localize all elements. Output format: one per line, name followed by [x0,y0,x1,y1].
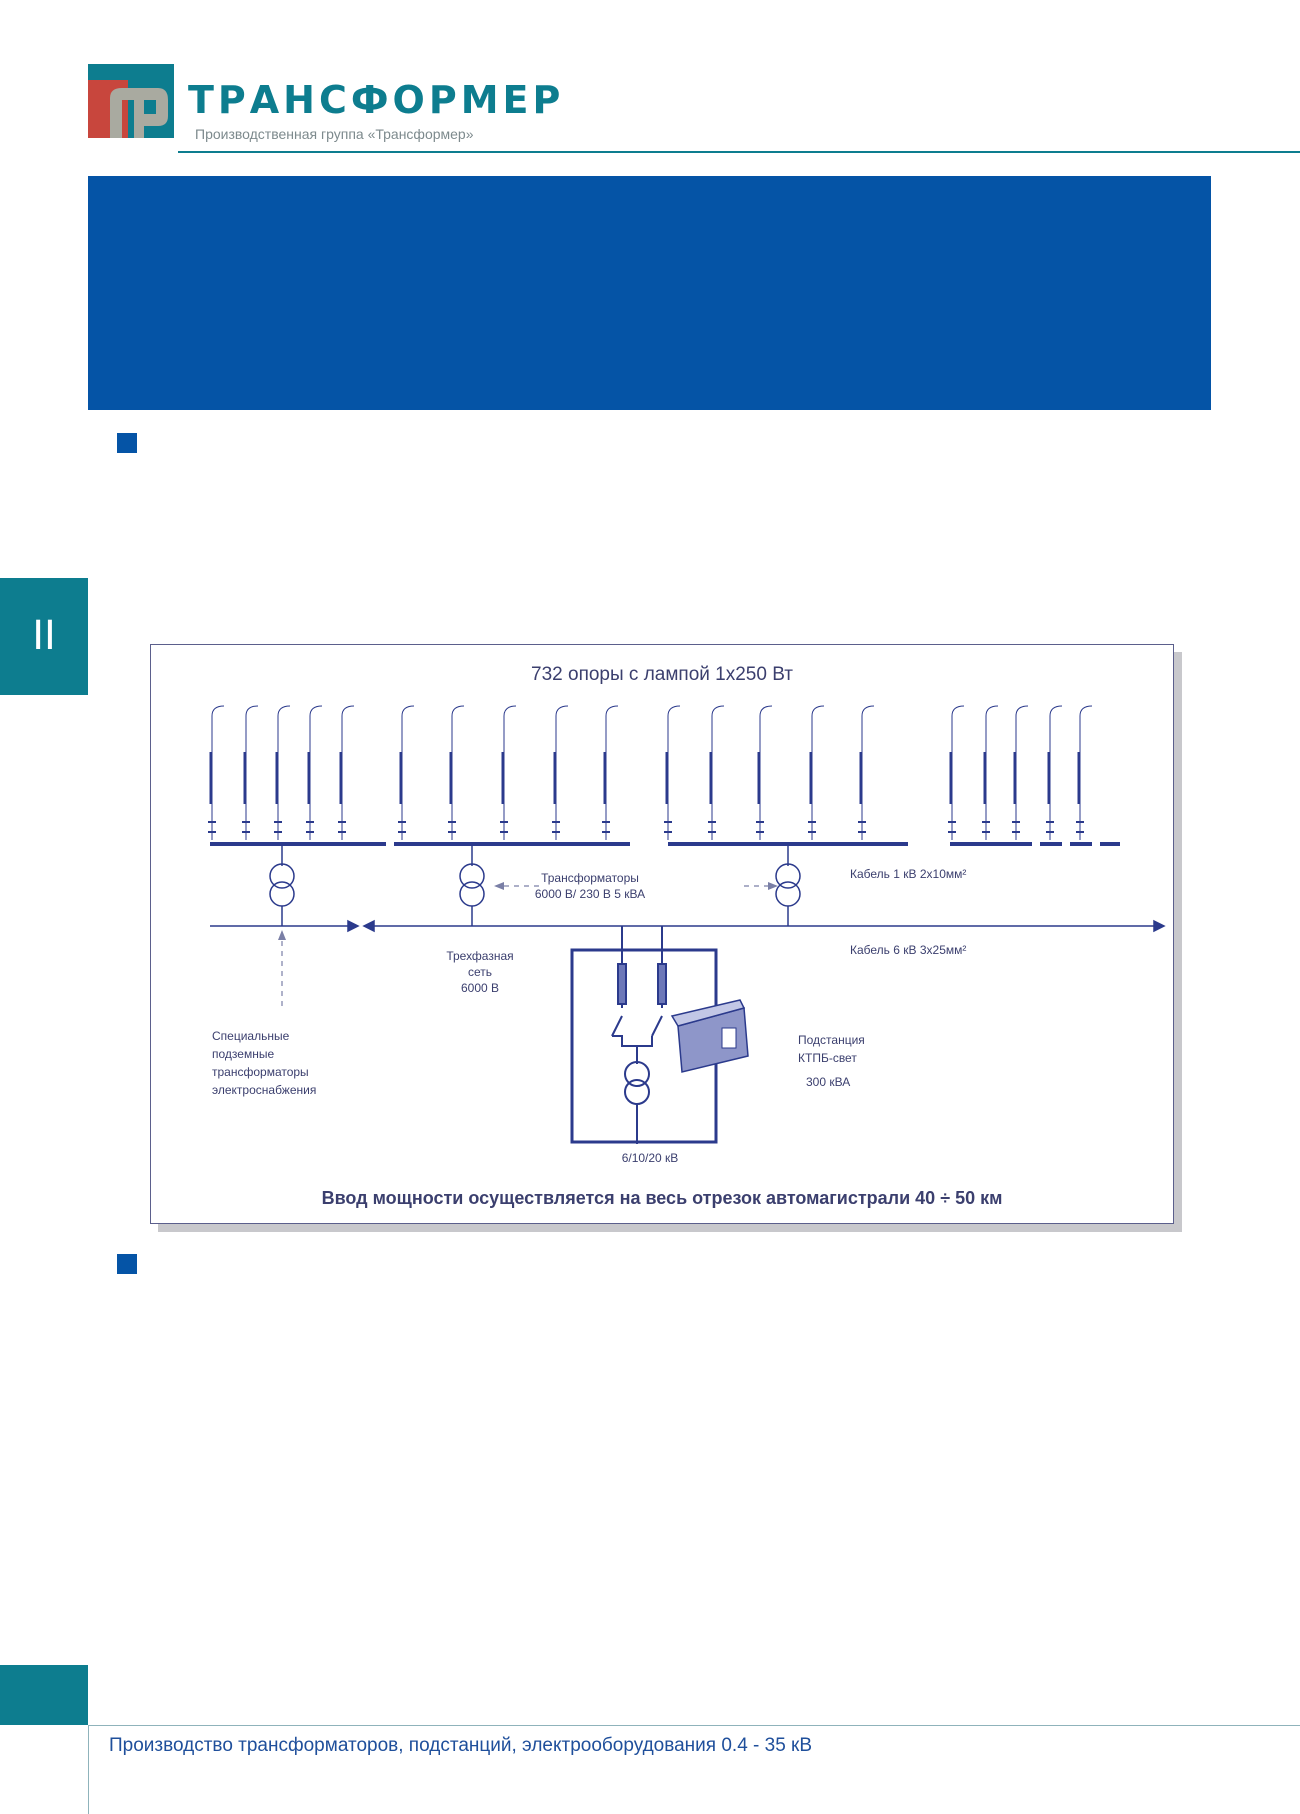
street-lighting-diagram: 732 опоры с лампой 1х250 Вт [150,644,1174,1224]
transformers-label: Трансформаторы [541,871,639,885]
lamp-pole [448,705,465,840]
footer-vertical-divider [88,1725,89,1814]
lamp-poles [208,705,1093,840]
lamp-pole [602,705,619,840]
brand-tagline: Производственная группа «Трансформер» [195,126,474,142]
lamp-pole [708,705,725,840]
three-phase-label: Трехфазная [446,949,513,963]
footer-text: Производство трансформаторов, подстанций… [109,1735,813,1756]
lamp-pole [1012,705,1029,840]
section-tab: II [0,578,88,695]
footer-tab [0,1665,88,1725]
lamp-pole [982,705,999,840]
three-phase-label-2: сеть [468,965,492,979]
transformers-rating: 6000 В/ 230 В 5 кВА [535,887,645,901]
footer-divider [88,1725,1300,1726]
title-banner [88,176,1211,410]
three-phase-voltage: 6000 В [461,981,499,995]
lamp-pole [398,705,415,840]
lamp-pole [208,705,225,840]
substation-cabinet-icon [670,999,749,1073]
lamp-pole [242,705,259,840]
lamp-pole [948,705,965,840]
substation-model: КТПБ-свет [798,1051,857,1065]
lamp-pole [1076,705,1093,840]
section-tab-label: II [32,613,56,659]
lamp-pole [274,705,291,840]
diagram-caption: Ввод мощности осуществляется на весь отр… [322,1188,1003,1208]
lamp-pole [756,705,773,840]
substation-label: Подстанция [798,1033,865,1047]
cable-1kv-label: Кабель 1 кВ 2х10мм² [850,867,966,881]
voltage-label: 6/10/20 кВ [622,1151,679,1165]
header-divider [178,151,1300,153]
lamp-pole [306,705,323,840]
special-transformers-label: Специальные [212,1029,290,1043]
lamp-pole [500,705,517,840]
special-transformers-label-4: электроснабжения [212,1083,316,1097]
special-transformers-label-3: трансформаторы [212,1065,309,1079]
section-bullet-2 [117,1254,137,1274]
brand-name: ТРАНСФОРМЕР [188,78,565,122]
special-transformers-label-2: подземные [212,1047,274,1061]
diagram-title: 732 опоры с лампой 1х250 Вт [531,664,793,685]
lamp-pole [1046,705,1063,840]
lamp-pole [808,705,825,840]
lamp-pole [664,705,681,840]
section-bullet [117,433,137,453]
cable-6kv-label: Кабель 6 кВ 3х25мм² [850,943,966,957]
substation-power: 300 кВА [806,1075,850,1089]
lamp-pole [338,705,355,840]
lamp-pole [552,705,569,840]
lamp-pole [858,705,875,840]
company-logo [88,64,174,138]
